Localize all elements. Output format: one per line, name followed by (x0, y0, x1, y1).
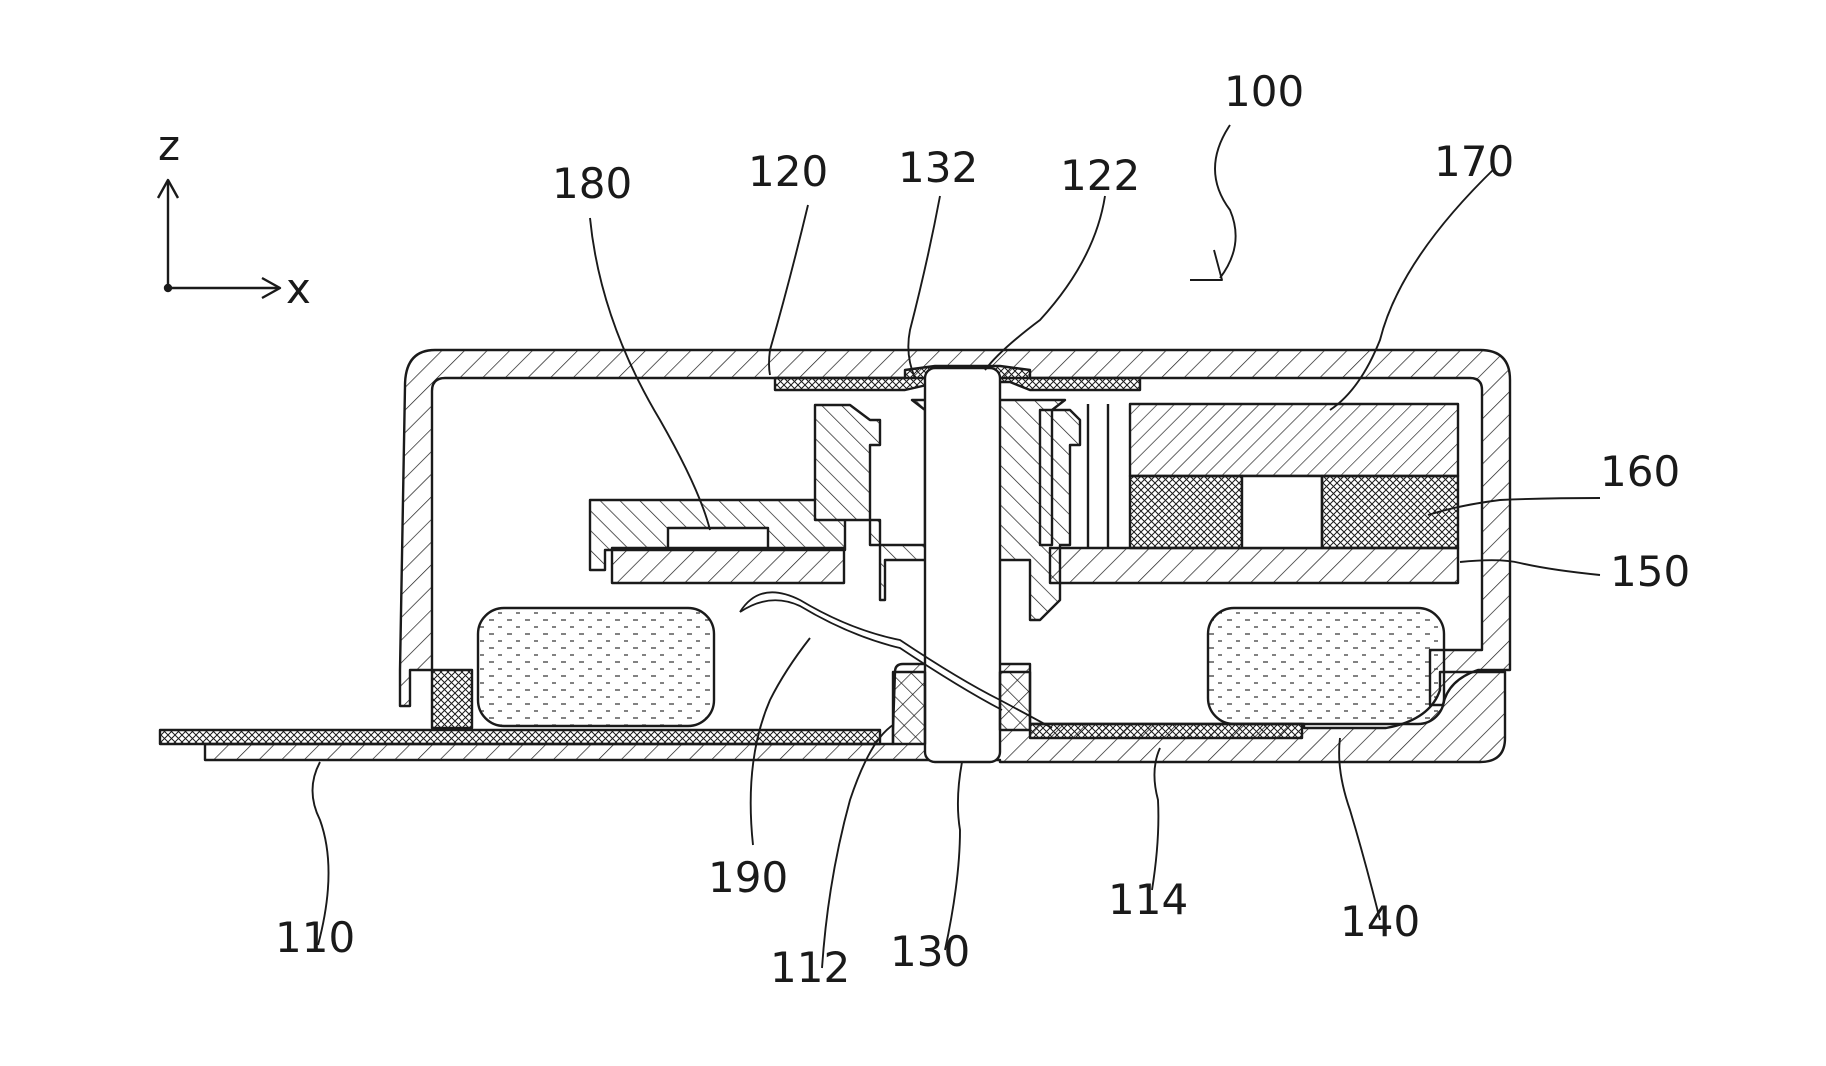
label-130: 130 (890, 927, 970, 976)
spacer-left (432, 670, 472, 728)
label-114: 114 (1108, 875, 1188, 924)
magnet-170 (1130, 404, 1458, 476)
axis-label-z: z (158, 121, 180, 170)
label-160: 160 (1600, 447, 1680, 496)
axis-indicator (158, 180, 280, 298)
label-190: 190 (708, 853, 788, 902)
label-120: 120 (748, 147, 828, 196)
board-left (612, 548, 844, 583)
bearing-housing-132 (590, 400, 1080, 620)
sleeve-112 (893, 672, 925, 744)
weight-140-left (478, 608, 714, 726)
coil-160-a (1130, 476, 1242, 548)
label-170: 170 (1434, 137, 1514, 186)
label-112: 112 (770, 943, 850, 992)
label-100: 100 (1224, 67, 1304, 116)
label-140: 140 (1340, 897, 1420, 946)
spacer-160 (1242, 476, 1322, 548)
label-110: 110 (275, 913, 355, 962)
label-122: 122 (1060, 151, 1140, 200)
pcb-layer-114-right (1030, 724, 1302, 738)
axis-label-x: x (286, 264, 311, 313)
bracket-150 (1050, 548, 1458, 583)
component-180 (668, 528, 768, 548)
pcb-layer-114-left (160, 730, 880, 744)
sleeve-112-right (1000, 672, 1030, 730)
label-180: 180 (552, 159, 632, 208)
weight-140-right (1208, 608, 1444, 724)
label-132: 132 (898, 143, 978, 192)
label-150: 150 (1610, 547, 1690, 596)
